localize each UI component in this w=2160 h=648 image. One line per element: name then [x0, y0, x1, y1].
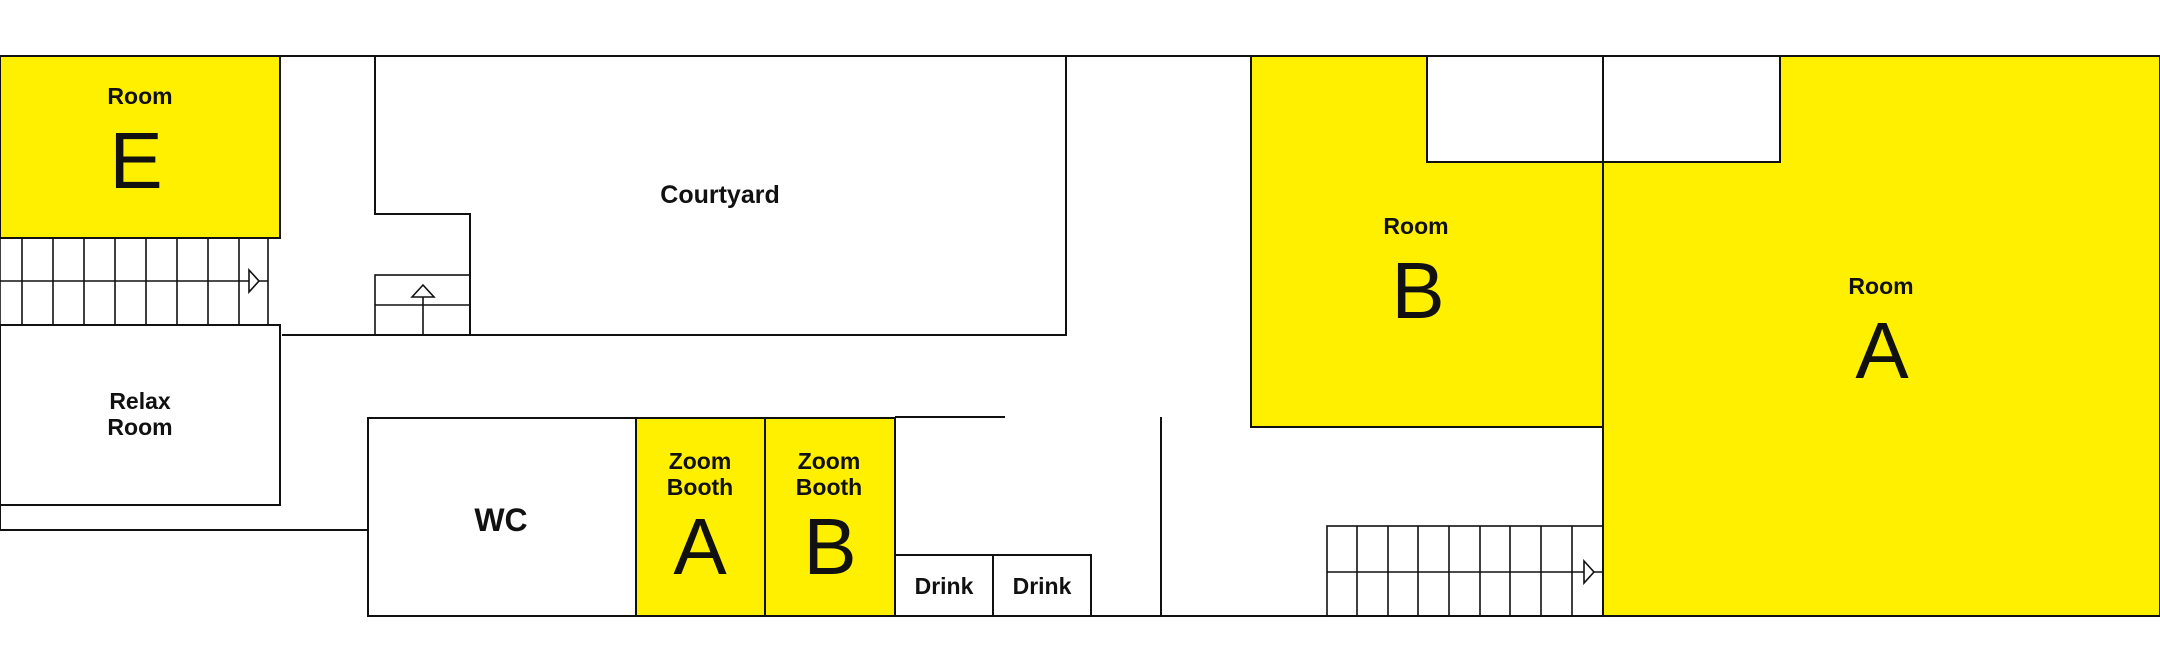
drink-station-2[interactable]: Drink [992, 554, 1092, 617]
courtyard[interactable]: Courtyard [374, 56, 1067, 336]
room-b-label: Room [1383, 213, 1448, 239]
stair-up-arrow-icon [410, 283, 436, 298]
zoom-booth-a-line1: Zoom [669, 448, 732, 474]
stairs-lower-right [1326, 525, 1604, 617]
wc[interactable]: WC [367, 417, 637, 617]
room-e-label: Room [107, 83, 172, 109]
relax-room-label-line1: Relax [109, 388, 171, 414]
room-e[interactable]: Room E [0, 55, 281, 239]
zoom-booth-b-line1: Zoom [798, 448, 861, 474]
stair-arrow-icon [1583, 558, 1596, 586]
room-a-letter: A [1855, 306, 1909, 395]
zoom-booth-a-letter: A [673, 502, 727, 591]
zoom-booth-b[interactable]: Zoom Booth B [764, 417, 896, 617]
stairs-upper-left [0, 238, 269, 326]
relax-room[interactable]: Relax Room [0, 324, 281, 506]
zoom-booth-b-line2: Booth [796, 474, 862, 500]
room-b[interactable]: Room B [1250, 55, 1604, 428]
drink-station-1[interactable]: Drink [894, 554, 994, 617]
relax-room-label-line2: Room [107, 414, 172, 440]
room-b-letter: B [1391, 246, 1444, 335]
courtyard-stairs [374, 274, 471, 336]
zoom-booth-a-line2: Booth [667, 474, 733, 500]
room-e-letter: E [109, 116, 162, 205]
drink-2-label: Drink [1013, 573, 1072, 599]
zoom-booth-b-letter: B [803, 502, 856, 591]
wc-label: WC [474, 502, 527, 538]
room-a-label: Room [1848, 273, 1913, 299]
storage-rooms-top [1426, 55, 1781, 163]
courtyard-label: Courtyard [660, 181, 779, 209]
drink-1-label: Drink [915, 573, 974, 599]
zoom-booth-a[interactable]: Zoom Booth A [635, 417, 766, 617]
stair-arrow-icon [248, 267, 261, 295]
